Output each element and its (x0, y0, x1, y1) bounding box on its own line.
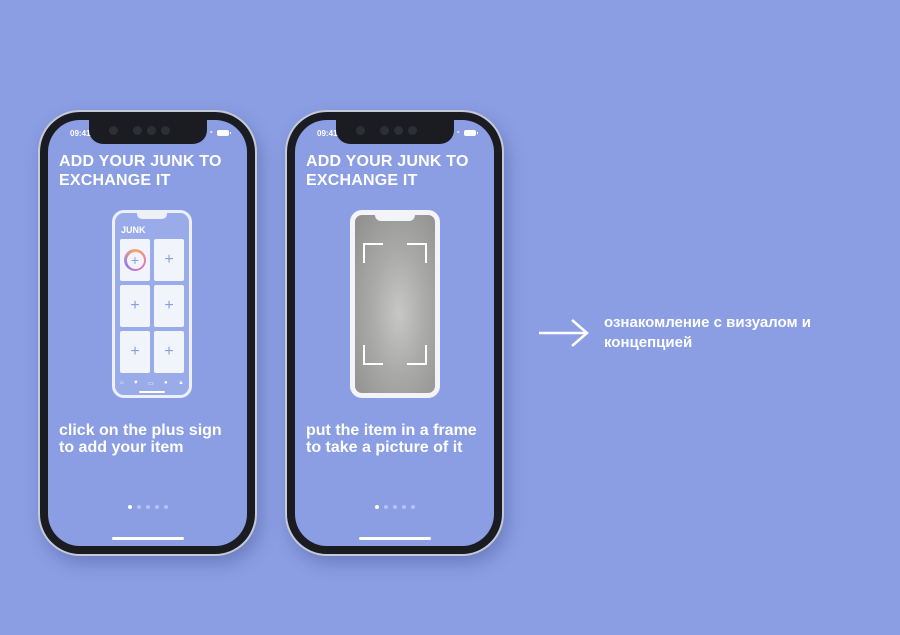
camera-icon (355, 126, 365, 135)
page-dot[interactable] (154, 505, 159, 509)
page-dot[interactable] (163, 505, 168, 509)
page-dot[interactable] (410, 505, 415, 509)
frame-corner (363, 345, 383, 365)
sensor-icon (160, 126, 170, 135)
tab-box-icon[interactable]: ▭ (147, 381, 154, 387)
home-indicator[interactable] (358, 537, 431, 540)
mini-notch (375, 215, 415, 221)
screen-caption: click on the plus sign to add your item (59, 422, 222, 456)
highlight-ring: + (124, 249, 146, 271)
status-icons: ◔ (208, 128, 231, 137)
page-dot[interactable] (127, 505, 132, 509)
status-icons: ◔ (455, 128, 478, 137)
status-time: 09:41 (70, 129, 91, 138)
page-dot[interactable] (374, 505, 379, 509)
mini-home-bar (139, 391, 165, 393)
screen-caption: put the item in a frame to take a pictur… (306, 422, 477, 456)
plus-icon: + (164, 251, 174, 268)
status-time: 09:41 (317, 129, 338, 138)
page-dots (127, 505, 168, 509)
battery-icon (217, 130, 231, 136)
mini-notch (137, 213, 167, 219)
page-dot[interactable] (392, 505, 397, 509)
plus-icon: + (164, 343, 174, 360)
plus-icon: + (130, 297, 140, 314)
camera-icon (108, 126, 118, 135)
tab-profile-icon[interactable]: ▲ (178, 380, 184, 386)
frame-corner (407, 243, 427, 263)
screen-heading: ADD YOUR JUNK TO EXCHANGE IT (59, 153, 222, 189)
arrow-right-icon (539, 319, 589, 347)
add-item-tile[interactable]: + (154, 285, 184, 327)
camera-frame-illustration (350, 210, 440, 398)
phone-notch (88, 120, 207, 144)
add-item-tile[interactable]: + (120, 239, 150, 281)
tab-home-icon[interactable]: ⌂ (120, 380, 124, 386)
sensor-icon (132, 126, 142, 135)
phone-screen-1: 09:41 ◔ ADD YOUR JUNK TO EXCHANGE IT JUN… (48, 120, 247, 546)
mini-phone-illustration: JUNK + + + + + + ⌂ ♥ ▭ ● ▲ (112, 210, 192, 398)
tab-chat-icon[interactable]: ● (164, 380, 168, 386)
mini-item-grid: + + + + + + (120, 239, 184, 373)
screen-heading: ADD YOUR JUNK TO EXCHANGE IT (306, 153, 469, 189)
phone-mockup-2: 09:41 ◔ ADD YOUR JUNK TO EXCHANGE IT put… (287, 112, 502, 554)
plus-icon: + (130, 343, 140, 360)
mini-app-title: JUNK (121, 225, 146, 235)
home-indicator[interactable] (111, 537, 184, 540)
page-dots (374, 505, 415, 509)
page-dot[interactable] (145, 505, 150, 509)
frame-corner (363, 243, 383, 263)
sensor-icon (393, 126, 403, 135)
battery-icon (464, 130, 478, 136)
plus-icon: + (126, 251, 144, 269)
mini-tab-bar: ⌂ ♥ ▭ ● ▲ (120, 380, 184, 387)
annotation-text: ознакомление с визуалом и концепцией (604, 314, 811, 351)
phone-notch (335, 120, 454, 144)
plus-icon: + (164, 297, 174, 314)
add-item-tile[interactable]: + (120, 331, 150, 373)
phone-mockup-1: 09:41 ◔ ADD YOUR JUNK TO EXCHANGE IT JUN… (40, 112, 255, 554)
sensor-icon (379, 126, 389, 135)
frame-corner (407, 345, 427, 365)
sensor-icon (407, 126, 417, 135)
page-dot[interactable] (136, 505, 141, 509)
page-dot[interactable] (401, 505, 406, 509)
page-dot[interactable] (383, 505, 388, 509)
wifi-icon: ◔ (208, 128, 213, 137)
phone-screen-2: 09:41 ◔ ADD YOUR JUNK TO EXCHANGE IT put… (295, 120, 494, 546)
sensor-icon (146, 126, 156, 135)
add-item-tile[interactable]: + (120, 285, 150, 327)
add-item-tile[interactable]: + (154, 239, 184, 281)
wifi-icon: ◔ (455, 128, 460, 137)
add-item-tile[interactable]: + (154, 331, 184, 373)
tab-heart-icon[interactable]: ♥ (134, 380, 138, 386)
